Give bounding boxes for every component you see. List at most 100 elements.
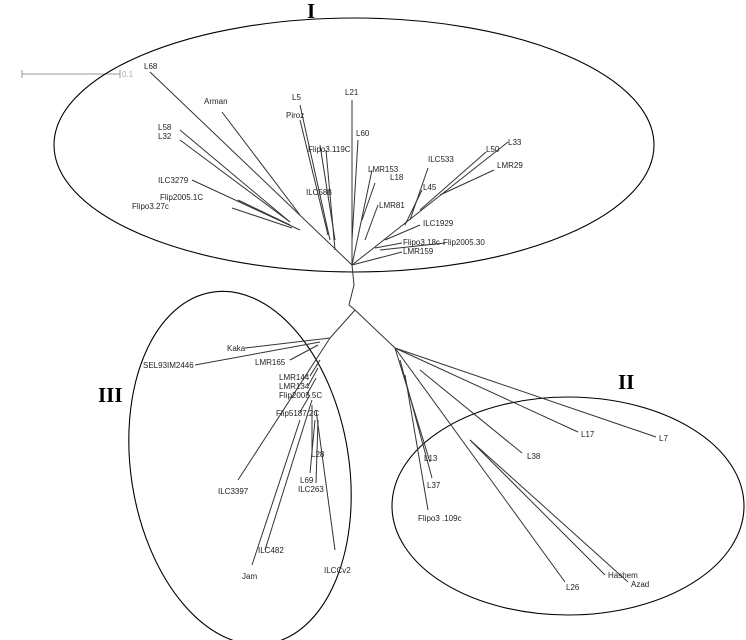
leaf-label: LMR144: [279, 373, 310, 382]
leaf-label: Piroz: [286, 111, 304, 120]
leaf-label: Flip2003.5C: [279, 391, 322, 400]
branch-LMR134: [307, 367, 319, 387]
leaf-label: Flipo3.119C: [308, 145, 351, 154]
leaf-label: L21: [345, 88, 359, 97]
leaf-label: L28: [311, 450, 325, 459]
leaf-labels-group-III: Kaka SEL93IM2446 LMR165 LMR144 LMR134 Fl…: [143, 344, 351, 581]
leaf-label: L13: [424, 454, 438, 463]
branch-ILC533: [409, 167, 429, 221]
leaf-labels-group-II: L13 L37 Flipo3 .109c L38 L17 L7 L26 Hash…: [418, 430, 668, 592]
leaf-label: Arman: [204, 97, 228, 106]
branch-trunk-to-III: [329, 309, 356, 339]
branch-Flip51872C: [299, 394, 311, 413]
leaf-label: SEL93IM2446: [143, 361, 194, 370]
branch-Jam: [251, 419, 301, 566]
leaf-label: LMR153: [368, 165, 399, 174]
cluster-ellipse-II: [391, 396, 745, 616]
branch-Flipo318c: [374, 242, 403, 249]
leaf-label: ILC263: [298, 485, 324, 494]
leaf-label: ILC3279: [158, 176, 189, 185]
leaf-label: L50: [486, 145, 500, 154]
leaf-labels-group-I: L68 Arman L5 Piroz L21 L58 L32 Flipo3.11…: [132, 62, 523, 256]
branch-L69: [309, 419, 316, 474]
group-label-III: III: [98, 383, 123, 407]
branch-trunk: [348, 264, 356, 311]
branch-Flip20051C: [237, 199, 291, 226]
leaf-label: ILC482: [258, 546, 284, 555]
scale-bar-label: 0.1: [122, 70, 134, 79]
branch-LMR29: [439, 169, 495, 196]
branch-ILCCv2: [315, 409, 336, 551]
leaf-label: LMR165: [255, 358, 286, 367]
branch-L38: [419, 369, 523, 454]
leaf-label: Flip2005.1C: [160, 193, 203, 202]
leaf-label: Flipo3 .109c: [418, 514, 462, 523]
leaf-label: L38: [527, 452, 541, 461]
branch-Flipo3109c: [404, 374, 429, 511]
branch-Kaka: [244, 337, 331, 349]
leaf-label: Flipo3.27c: [132, 202, 169, 211]
leaf-label: Hashem: [608, 571, 638, 580]
branch-L17: [394, 347, 579, 433]
cluster-ellipse-III: [128, 290, 352, 640]
branch-Flipo327c: [231, 207, 293, 229]
branch-L68: [149, 71, 353, 266]
leaf-label: ILCCv2: [324, 566, 351, 575]
leaf-label: L68: [144, 62, 158, 71]
branch-trunk-to-II: [354, 309, 396, 349]
branch-L26: [394, 347, 566, 583]
leaf-label: Kaka: [227, 344, 246, 353]
branch-L45: [404, 189, 423, 226]
leaf-label: L33: [508, 138, 522, 147]
leaf-label: L60: [356, 129, 370, 138]
branch-L7: [394, 347, 657, 438]
branch-ILC3397: [237, 337, 331, 481]
leaf-label: L37: [427, 481, 441, 490]
branch-ILC588: [325, 149, 336, 251]
branch-LMR81: [364, 204, 379, 241]
branch-L18: [361, 182, 376, 221]
branch-LMR153: [351, 169, 373, 266]
branch-LMR159: [351, 251, 403, 266]
branch-L32: [179, 139, 291, 223]
leaf-label: L18: [390, 173, 404, 182]
tree-branches: [149, 71, 657, 583]
branch-Arman: [221, 111, 301, 216]
leaf-label: L7: [659, 434, 668, 443]
branch-ILC263: [315, 419, 319, 484]
leaf-label: L5: [292, 93, 301, 102]
leaf-label: Flip5187.2C: [276, 409, 319, 418]
branch-SEL93IM2446: [194, 341, 321, 366]
leaf-label: ILC1929: [423, 219, 454, 228]
leaf-label: ILC588: [306, 188, 332, 197]
branch-L60: [351, 139, 359, 241]
branch-Flip20035C: [305, 377, 317, 397]
branch-L33: [351, 141, 509, 266]
leaf-label: LMR159: [403, 247, 434, 256]
branch-LMR144: [309, 359, 321, 377]
leaf-label: L17: [581, 430, 595, 439]
leaf-label: LMR29: [497, 161, 523, 170]
branch-Azad: [469, 439, 629, 583]
leaf-label: LMR81: [379, 201, 405, 210]
branch-ILC482: [264, 399, 313, 551]
leaf-label: Azad: [631, 580, 649, 589]
leaf-label: L32: [158, 132, 172, 141]
branch-Hashem: [469, 439, 606, 576]
leaf-label: L26: [566, 583, 580, 592]
leaf-label: Flip2005.30: [443, 238, 485, 247]
branch-L5: [299, 104, 331, 241]
leaf-label: L58: [158, 123, 172, 132]
leaf-label: L69: [300, 476, 314, 485]
branch-LMR165: [289, 344, 319, 361]
leaf-label: Jam: [242, 572, 257, 581]
group-label-I: I: [307, 0, 315, 23]
leaf-label: ILC3397: [218, 487, 249, 496]
cluster-ellipse-I: [53, 17, 655, 273]
leaf-label: ILC533: [428, 155, 454, 164]
group-label-II: II: [618, 370, 634, 394]
branch-L50: [419, 151, 487, 211]
scale-bar: 0.1: [21, 70, 134, 79]
